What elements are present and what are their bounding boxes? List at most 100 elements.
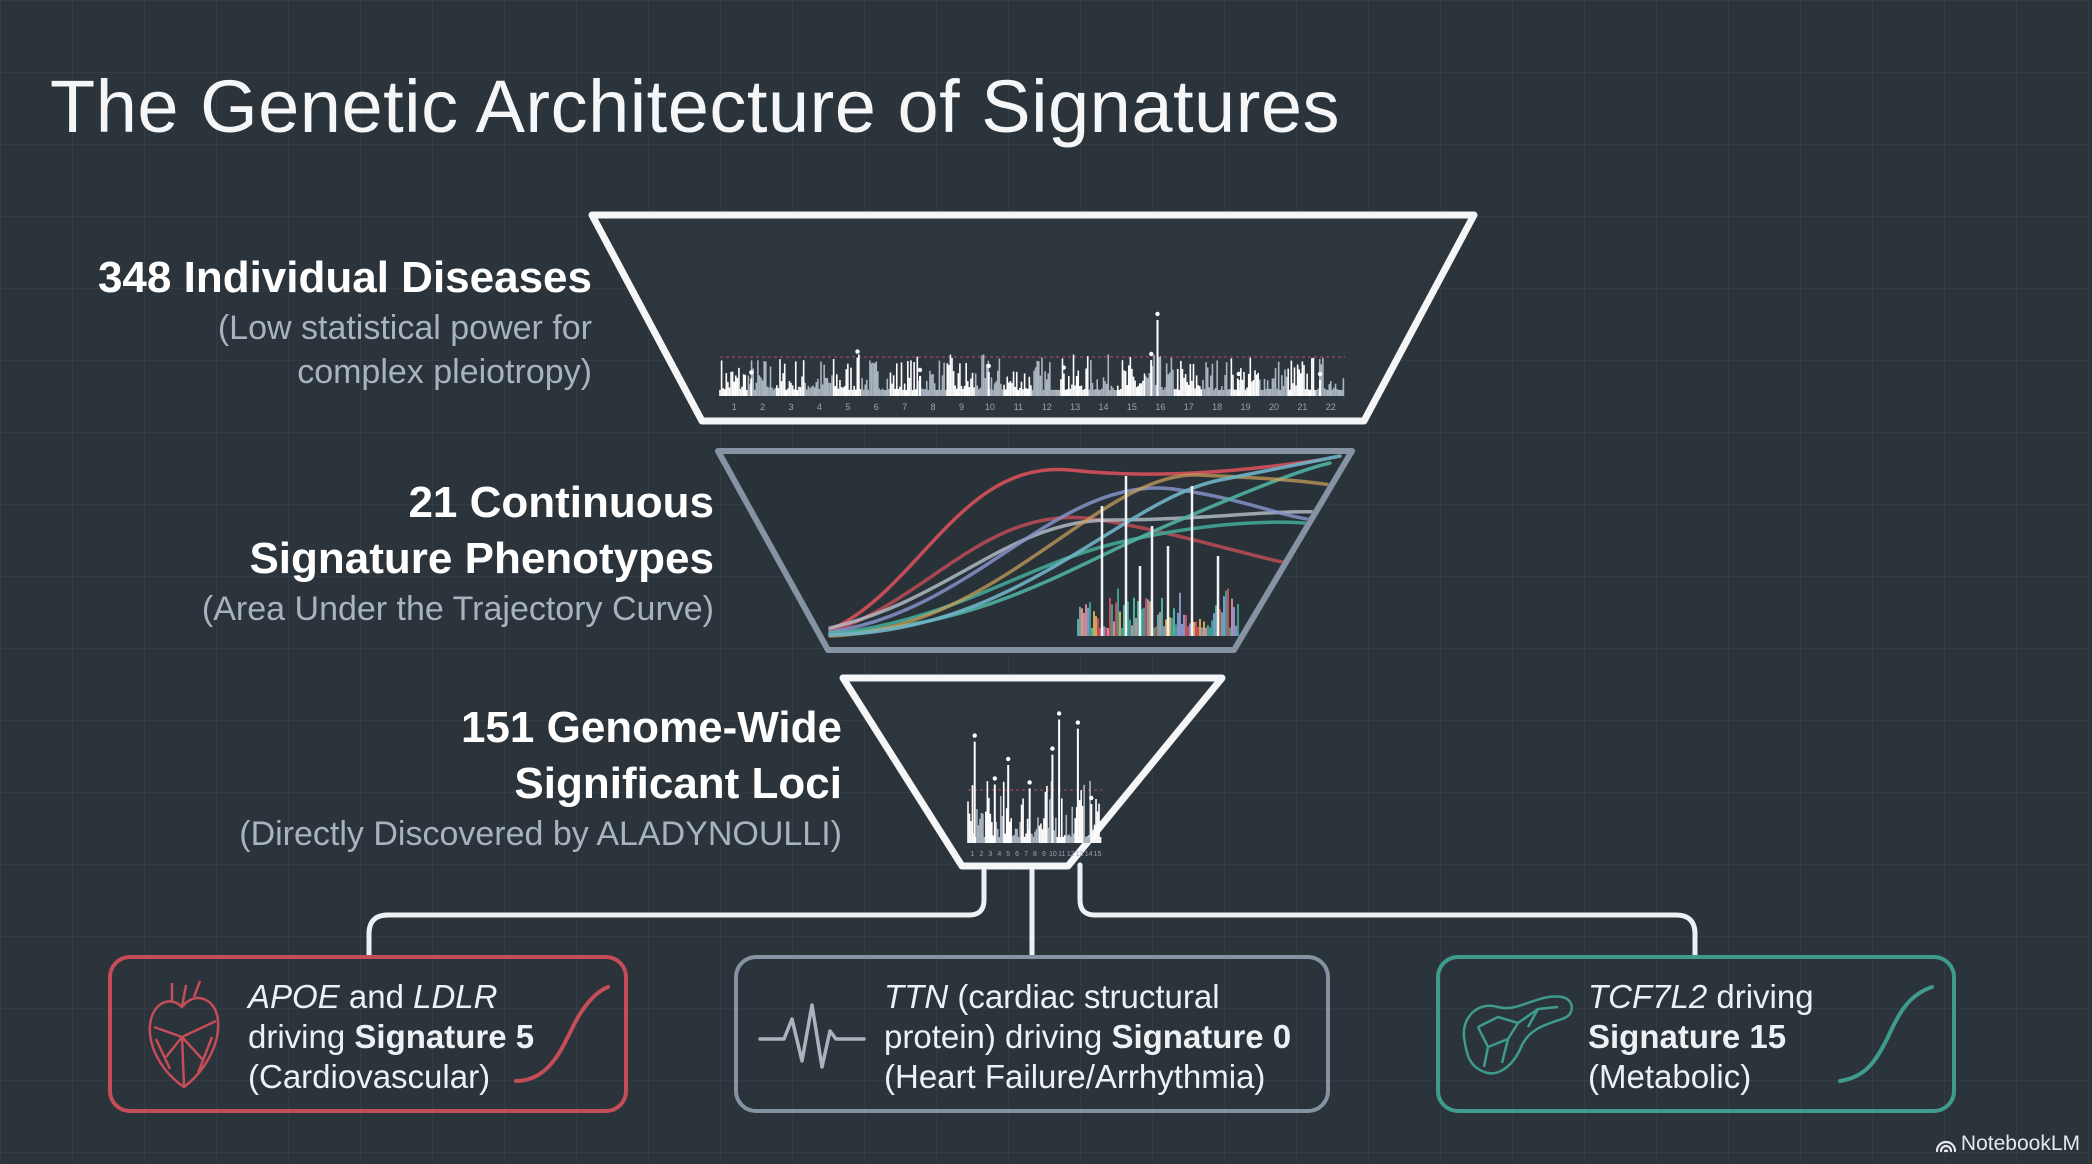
conjunction: and <box>339 978 414 1015</box>
chromosome-label: 3 <box>789 402 794 412</box>
signature-label: Signature 5 <box>354 1018 535 1055</box>
chromosome-label: 22 <box>1326 402 1336 412</box>
notebooklm-icon <box>1935 1140 1957 1153</box>
chromosome-label: 13 <box>1076 851 1084 858</box>
funnel-tier-phenotypes <box>715 448 1355 653</box>
peak-point <box>992 776 997 781</box>
chromosome-label: 9 <box>959 402 964 412</box>
peak-point <box>1149 351 1154 357</box>
chromosome-label: 8 <box>931 402 936 412</box>
phenotypes-note: (Area Under the Trajectory Curve) <box>201 590 714 628</box>
driving-text: protein) driving <box>884 1018 1112 1055</box>
peak-point <box>1089 795 1094 801</box>
chromosome-label: 4 <box>997 851 1001 858</box>
signature-label: Signature 15 <box>1588 1018 1787 1055</box>
notebooklm-logo: NotebookLM <box>1935 1132 2080 1156</box>
loci-title-line-2: Significant Loci <box>514 759 842 808</box>
peak-point <box>1317 371 1323 377</box>
card-cardiovascular: APOE and LDLR driving Signature 5 (Cardi… <box>108 955 628 1113</box>
peak-point <box>855 349 860 354</box>
heart-icon <box>148 980 220 1089</box>
tier-label-loci: 151 Genome-Wide Significant Loci (Direct… <box>239 700 842 856</box>
chromosome-label: 3 <box>988 851 992 858</box>
chromosome-label: 5 <box>1006 851 1010 858</box>
chromosome-label: 9 <box>1042 851 1046 858</box>
gene-tcf7l2: TCF7L2 <box>1588 978 1708 1015</box>
chromosome-label: 6 <box>874 402 879 412</box>
gene-ldlr: LDLR <box>413 978 498 1015</box>
rising-curve-icon <box>1838 985 1934 1083</box>
tier-label-phenotypes: 21 Continuous Signature Phenotypes (Area… <box>202 475 714 631</box>
chromosome-label: 19 <box>1241 402 1251 412</box>
chromosome-label: 1 <box>732 402 737 412</box>
category-label: (Heart Failure/Arrhythmia) <box>884 1058 1266 1095</box>
protein-desc: (cardiac structural <box>948 978 1220 1015</box>
manhattan-plot-signatures <box>1077 476 1239 636</box>
chromosome-label: 4 <box>817 402 822 412</box>
driving-text: driving <box>248 1018 355 1055</box>
chromosome-label: 14 <box>1085 851 1093 858</box>
rising-curve-icon <box>514 985 610 1083</box>
chromosome-label: 1 <box>971 851 975 858</box>
card-heart-failure: TTN (cardiac structural protein) driving… <box>734 955 1330 1113</box>
gene-ttn: TTN <box>884 978 949 1015</box>
peak-point <box>1075 720 1081 725</box>
peak-point <box>1027 780 1032 785</box>
chromosome-label: 16 <box>1155 402 1165 412</box>
peak-point <box>749 370 754 375</box>
signature-label: Signature 0 <box>1111 1018 1292 1055</box>
card-cardiovascular-text: APOE and LDLR driving Signature 5 (Cardi… <box>248 977 534 1097</box>
peak-point <box>986 363 991 369</box>
chromosome-label: 2 <box>979 851 983 858</box>
page-title: The Genetic Architecture of Signatures <box>50 65 1341 148</box>
peak-point <box>972 733 977 738</box>
chromosome-label: 8 <box>1033 851 1037 858</box>
chromosome-label: 17 <box>1184 402 1194 412</box>
chromosome-label: 13 <box>1070 402 1080 412</box>
chromosome-label: 11 <box>1014 402 1023 412</box>
chromosome-label: 12 <box>1042 402 1052 412</box>
gene-apoe: APOE <box>248 978 340 1015</box>
chromosome-label: 12 <box>1067 851 1075 858</box>
connector-lines <box>366 862 1698 958</box>
diseases-note-line-1: (Low statistical power for <box>217 309 592 347</box>
card-metabolic: TCF7L2 driving Signature 15 (Metabolic) <box>1436 955 1956 1113</box>
chromosome-label: 10 <box>1049 851 1057 858</box>
card-metabolic-text: TCF7L2 driving Signature 15 (Metabolic) <box>1588 977 1814 1097</box>
funnel-tier-loci <box>839 674 1226 870</box>
tier-label-diseases: 348 Individual Diseases (Low statistical… <box>98 250 592 394</box>
chromosome-label: 10 <box>985 402 995 412</box>
chromosome-label: 5 <box>845 402 850 412</box>
phenotypes-title-line-2: Signature Phenotypes <box>249 534 714 583</box>
driving-text: driving <box>1707 978 1814 1015</box>
brand-text: NotebookLM <box>1960 1132 2080 1155</box>
peak-point <box>1155 311 1160 317</box>
peak-point <box>1061 365 1066 370</box>
chromosome-label: 21 <box>1297 402 1307 412</box>
phenotypes-title-line-1: 21 Continuous <box>408 478 714 527</box>
loci-title-line-1: 151 Genome-Wide <box>460 703 842 752</box>
chromosome-label: 7 <box>1024 851 1028 858</box>
heartbeat-icon <box>758 1003 866 1069</box>
peak-point <box>1056 711 1062 716</box>
peak-point <box>1006 756 1011 762</box>
signature-trajectory-curves <box>828 454 1342 638</box>
peak-point <box>1236 371 1241 377</box>
pancreas-icon <box>1462 995 1573 1075</box>
chromosome-label: 2 <box>760 402 765 412</box>
chromosome-label: 11 <box>1058 851 1065 858</box>
chromosome-label: 15 <box>1127 402 1137 412</box>
loci-note: (Directly Discovered by ALADYNOULLI) <box>239 815 842 853</box>
diseases-count-title: 348 Individual Diseases <box>97 253 592 302</box>
diseases-note-line-2: complex pleiotropy) <box>297 353 592 391</box>
chromosome-label: 14 <box>1099 402 1109 412</box>
chromosome-label: 6 <box>1015 851 1019 858</box>
chromosome-label: 18 <box>1212 402 1222 412</box>
chromosome-label: 7 <box>902 402 907 412</box>
category-label: (Metabolic) <box>1588 1058 1752 1095</box>
chromosome-label: 20 <box>1269 402 1279 412</box>
card-heart-failure-text: TTN (cardiac structural protein) driving… <box>884 977 1291 1097</box>
